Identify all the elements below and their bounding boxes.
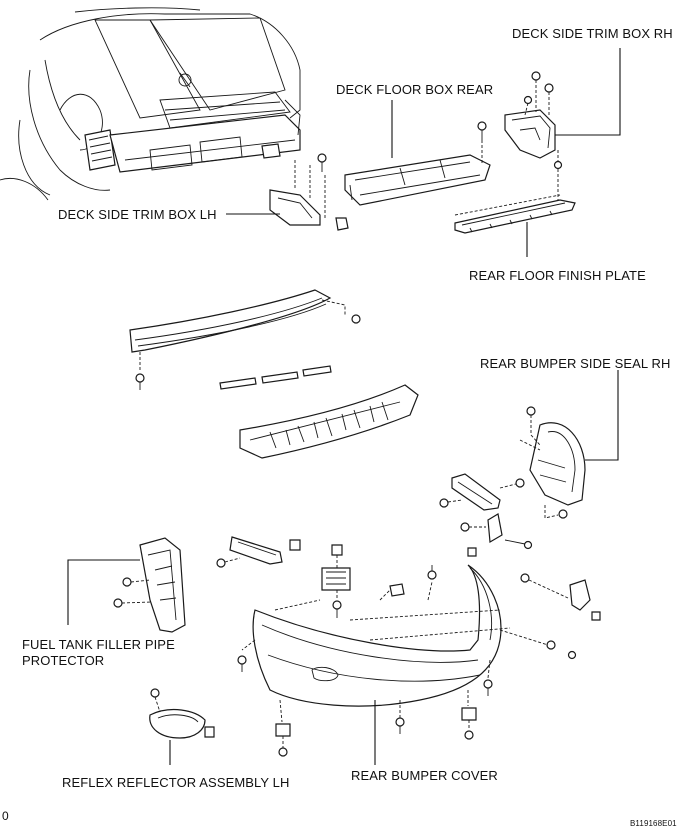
reflex-reflector-lh-part	[149, 688, 215, 739]
deck-floor-box-rear-part	[344, 121, 491, 206]
label-fuel-tank-filler-pipe-protector-line2: PROTECTOR	[22, 653, 105, 668]
left-retainer-bracket-part	[216, 536, 301, 568]
energy-absorber-part	[239, 384, 419, 459]
right-side-hardware	[499, 573, 601, 660]
label-fuel-tank-filler-pipe-protector-line1: FUEL TANK FILLER PIPE	[22, 637, 175, 652]
footer-left-mark: 0	[2, 809, 9, 823]
deck-side-trim-box-rh-part	[504, 71, 563, 200]
rear-bumper-reinforcement-part	[129, 289, 361, 390]
label-deck-side-trim-box-rh: DECK SIDE TRIM BOX RH	[512, 26, 673, 41]
label-deck-floor-box-rear: DECK FLOOR BOX REAR	[336, 82, 494, 97]
label-rear-bumper-side-seal-rh: REAR BUMPER SIDE SEAL RH	[480, 356, 671, 371]
bumper-spacer-strips	[219, 365, 332, 390]
side-retainer-bracket-part	[439, 473, 533, 550]
fuel-tank-filler-pipe-protector-part	[113, 537, 186, 633]
center-clip-hardware	[321, 544, 477, 618]
label-deck-side-trim-box-lh: DECK SIDE TRIM BOX LH	[58, 207, 217, 222]
label-rear-floor-finish-plate: REAR FLOOR FINISH PLATE	[469, 268, 646, 283]
deck-side-trim-box-lh-part	[269, 153, 349, 231]
label-reflex-reflector-assembly-lh: REFLEX REFLECTOR ASSEMBLY LH	[62, 775, 290, 790]
rear-bumper-cover-part	[237, 564, 511, 757]
rear-bumper-side-seal-rh-part	[519, 406, 586, 519]
figure-code: B119168E01	[630, 819, 677, 828]
rear-floor-finish-plate-part	[454, 194, 576, 234]
label-rear-bumper-cover: REAR BUMPER COVER	[351, 768, 498, 783]
vehicle-rear-body	[0, 7, 301, 201]
leader-lines	[67, 48, 621, 765]
